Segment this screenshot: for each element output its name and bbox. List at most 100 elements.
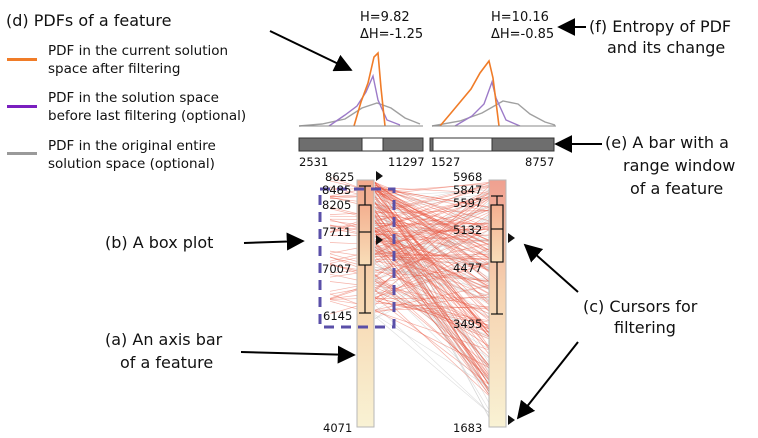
- filtered-line: [374, 242, 490, 376]
- filtered-line-stub: [329, 295, 358, 300]
- filtered-line-stub: [329, 219, 358, 228]
- axis-tick-feature-1: 4071: [323, 421, 353, 435]
- filtered-line: [374, 187, 490, 241]
- arrow-axis-bar: [240, 345, 356, 364]
- filtered-line: [374, 260, 490, 283]
- filtered-line-stub: [329, 194, 358, 198]
- cursor-mid-feature-1[interactable]: [376, 235, 383, 245]
- filtered-line: [374, 240, 490, 266]
- filtered-line: [374, 219, 490, 379]
- context-line: [374, 290, 490, 339]
- filtered-line-stub: [329, 299, 358, 305]
- filtered-line: [374, 198, 490, 289]
- range-min-feature-2: 1527: [431, 155, 461, 169]
- entropy-feature-1: H=9.82: [360, 10, 410, 25]
- filtered-line: [374, 191, 490, 333]
- filtered-line: [374, 220, 490, 385]
- filtered-line: [374, 183, 490, 259]
- axis-tick-feature-1: 7711: [322, 225, 352, 239]
- filtered-line-stub: [329, 223, 358, 233]
- filtered-line-stub: [329, 227, 358, 233]
- filtered-line-stub: [329, 228, 358, 234]
- filtered-line-stub: [329, 298, 358, 300]
- filtered-line-stub: [329, 250, 358, 256]
- filtered-line-stub: [329, 273, 358, 281]
- filtered-line: [374, 184, 490, 251]
- pdf-current-curve-1: [353, 51, 386, 127]
- range-max-feature-1: 11297: [388, 155, 425, 169]
- range-bar-feature-1: [298, 137, 424, 152]
- filtered-line: [374, 210, 490, 214]
- context-line: [374, 253, 490, 318]
- callout-axis-bar-line2: of a feature: [120, 353, 214, 372]
- legend-original-line2: solution space (optional): [48, 156, 215, 172]
- cursor-top-feature-1[interactable]: [376, 171, 383, 181]
- context-line: [374, 216, 490, 296]
- context-line: [374, 218, 490, 393]
- arrow-cursor-bottom: [516, 341, 579, 420]
- filtered-line: [374, 183, 490, 282]
- filtered-line: [374, 228, 490, 233]
- axis-tick-feature-1: 8485: [322, 183, 352, 197]
- context-line: [374, 189, 490, 197]
- axis-tick-feature-2: 1683: [453, 421, 483, 435]
- filtered-line-stub: [329, 300, 358, 310]
- filtered-line: [374, 209, 490, 232]
- filtered-line-stub: [329, 289, 358, 295]
- filtered-line-stub: [329, 197, 358, 202]
- pdf-plot-feature-1: [298, 51, 423, 127]
- callout-axis-bar-line1: (a) An axis bar: [105, 330, 223, 349]
- filtered-line-stub: [329, 289, 358, 300]
- filtered-line: [374, 240, 490, 289]
- range-window-feature-2[interactable]: [432, 137, 493, 152]
- filtered-line: [374, 290, 490, 340]
- pdf-previous-curve-2: [454, 79, 521, 127]
- legend-previous-line1: PDF in the solution space: [48, 90, 219, 106]
- filtered-line: [374, 310, 490, 351]
- range-min-feature-1: 2531: [299, 155, 329, 169]
- filtered-line: [374, 215, 490, 392]
- filtered-line: [374, 228, 490, 236]
- filtered-line-stub: [329, 247, 358, 254]
- pdf-plot-feature-2: [431, 59, 556, 127]
- filtered-line-stub: [329, 176, 358, 188]
- filtered-line: [374, 195, 490, 278]
- filtered-line-stub: [329, 254, 358, 262]
- legend-swatch-current: [7, 58, 37, 61]
- filtered-line-stub: [329, 196, 358, 204]
- axis-tick-feature-1: 6145: [323, 309, 353, 323]
- filtered-line: [374, 182, 490, 196]
- axis-tick-feature-1: 7007: [322, 262, 352, 276]
- filtered-line-stub: [329, 212, 358, 215]
- cursor-mid-feature-2[interactable]: [508, 233, 515, 243]
- filtered-line-stub: [329, 253, 358, 262]
- axis-tick-feature-2: 4477: [453, 261, 483, 275]
- callout-box-plot: (b) A box plot: [105, 233, 214, 252]
- filtered-line: [374, 184, 490, 255]
- cursor-bottom-feature-2[interactable]: [508, 415, 515, 425]
- filtered-line: [374, 198, 490, 255]
- callout-cursors-line2: filtering: [614, 318, 676, 337]
- callout-pdfs: (d) PDFs of a feature: [6, 11, 172, 30]
- filtered-line-stub: [329, 264, 358, 270]
- callout-entropy-line2: and its change: [607, 38, 726, 57]
- range-window-feature-1[interactable]: [361, 137, 384, 152]
- box-plot-feature-1: [358, 185, 372, 314]
- filtered-line-stub: [329, 305, 358, 315]
- filtered-line: [374, 197, 490, 236]
- box-plot-feature-2: [490, 195, 504, 315]
- filtered-line: [374, 187, 490, 222]
- filtered-line: [374, 189, 490, 246]
- filtered-line: [374, 228, 490, 256]
- filtered-line-stub: [329, 288, 358, 299]
- callout-range-bar-line3: of a feature: [630, 179, 724, 198]
- filtered-line: [374, 229, 490, 337]
- context-line: [374, 246, 490, 311]
- filtered-line: [374, 243, 490, 272]
- filtered-line-stub: [329, 208, 358, 216]
- pdf-previous-curve-1: [328, 73, 401, 127]
- filtered-line-stub: [329, 224, 358, 231]
- filtered-line: [374, 196, 490, 221]
- legend-swatch-previous: [7, 105, 37, 108]
